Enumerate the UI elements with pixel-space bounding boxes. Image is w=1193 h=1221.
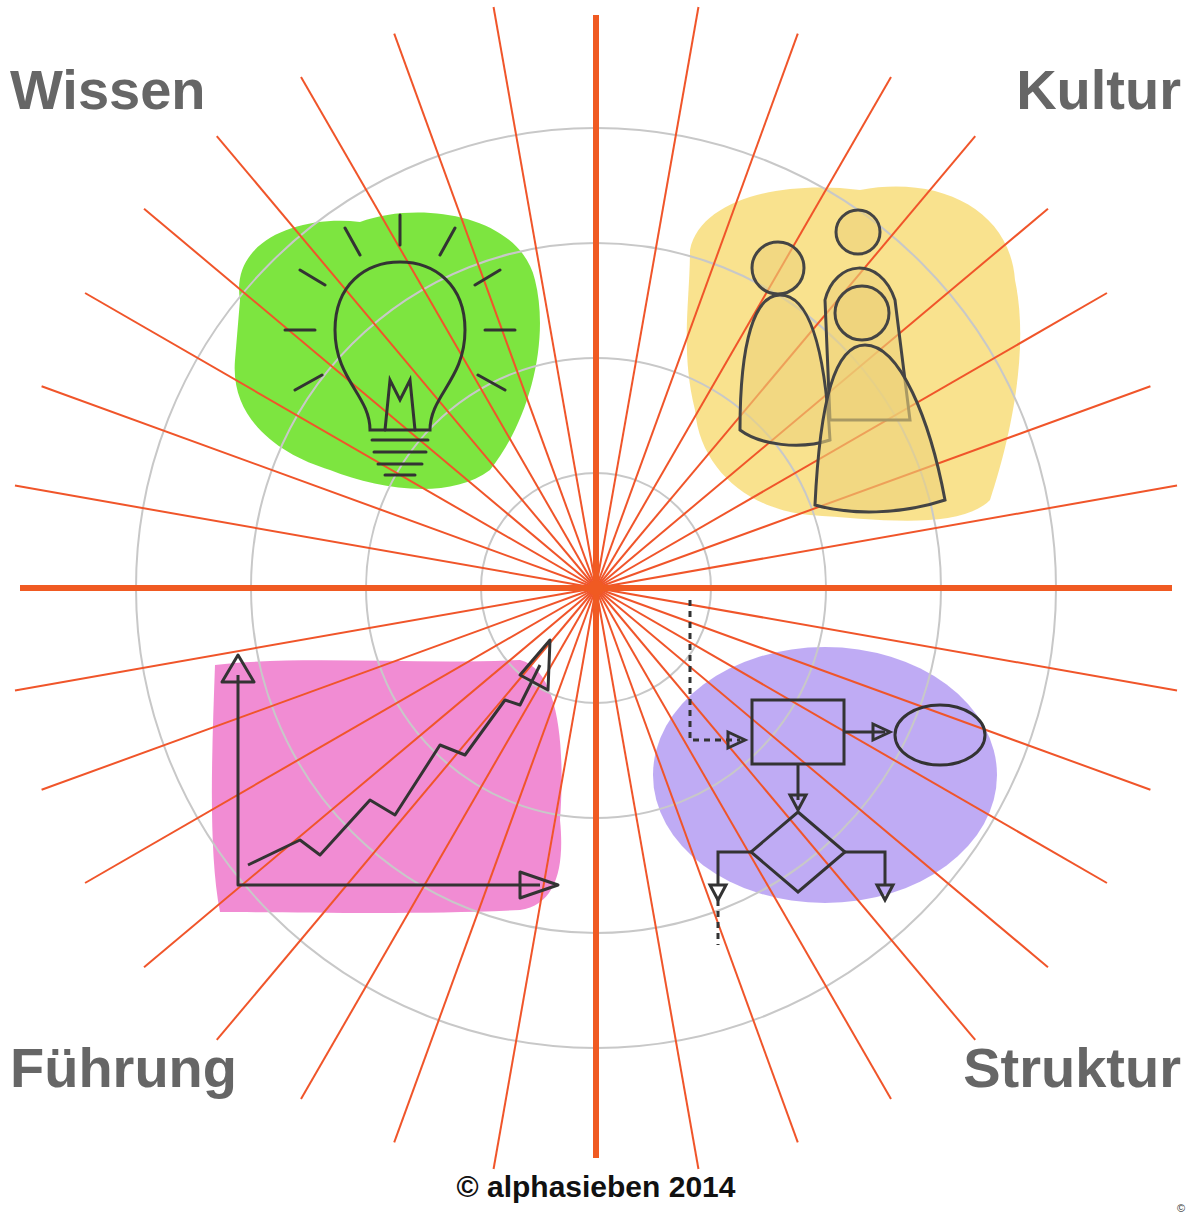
- radial-line: [596, 209, 1048, 588]
- radial-line: [596, 588, 698, 1169]
- radial-line: [394, 588, 596, 1142]
- lightbulb-sketch: [285, 215, 515, 475]
- radial-line: [217, 136, 596, 588]
- quadrant-label: Wissen: [10, 62, 206, 118]
- radial-line: [301, 588, 596, 1099]
- radial-line: [596, 136, 975, 588]
- axes: [20, 15, 1172, 1158]
- quadrant-label: Kultur: [1016, 62, 1181, 118]
- radial-line: [494, 7, 596, 588]
- radial-line: [596, 588, 1048, 967]
- chart-sketch: [222, 640, 558, 898]
- quadrant-label: Struktur: [963, 1040, 1181, 1096]
- people-sketch: [740, 210, 945, 512]
- radial-line: [596, 588, 975, 1040]
- radial-line: [596, 588, 1107, 883]
- radial-line: [15, 588, 596, 690]
- copyright-mark: ©: [1177, 1203, 1185, 1214]
- flowchart-sketch: [690, 600, 985, 945]
- radial-line: [144, 588, 596, 967]
- radial-line: [85, 293, 596, 588]
- radial-line: [394, 34, 596, 588]
- quadrant-label: Führung: [10, 1040, 237, 1096]
- radial-line: [42, 386, 596, 588]
- radial-line: [144, 209, 596, 588]
- center-dot: [588, 580, 604, 596]
- copyright-note: © alphasieben 2014: [457, 1172, 736, 1202]
- radial-line: [42, 588, 596, 790]
- radial-lines: [15, 7, 1177, 1169]
- radial-line: [217, 588, 596, 1040]
- radial-line: [596, 588, 1150, 790]
- pink-blob: [212, 660, 562, 913]
